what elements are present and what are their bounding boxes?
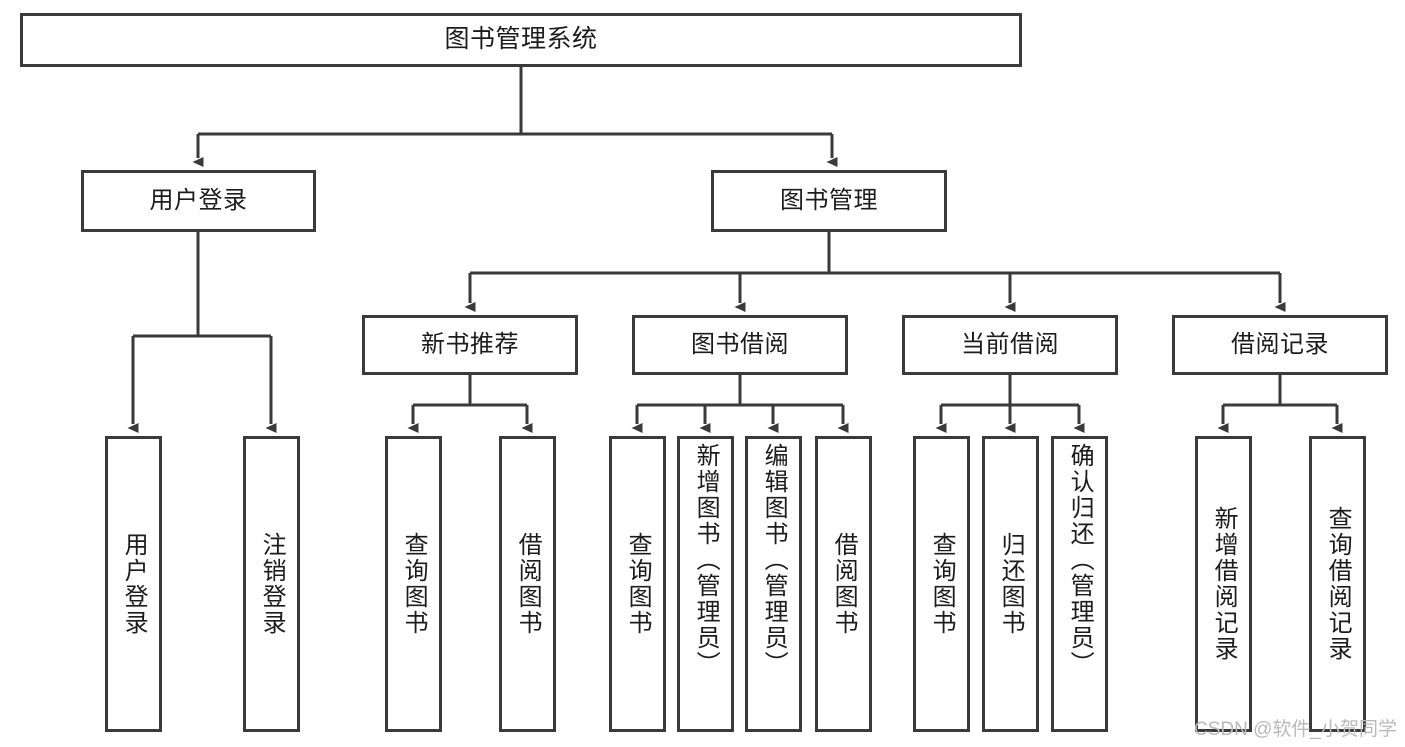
node-leaf-user-logout[interactable]: 注销登录: [243, 436, 300, 732]
node-leaf-query-book-3-label: 查询图书: [928, 532, 956, 636]
leaf-inner: 查询图书: [927, 439, 956, 729]
node-new-book-recommend-label: 新书推荐: [421, 330, 519, 358]
node-leaf-borrow-book-2-label: 借阅图书: [830, 532, 858, 636]
node-leaf-edit-book-label: 编辑图书（管理员）: [760, 443, 788, 677]
node-leaf-query-book-2-label: 查询图书: [624, 532, 652, 636]
node-book-borrow-label: 图书借阅: [691, 330, 789, 358]
node-book-borrow[interactable]: 图书借阅: [632, 315, 848, 375]
node-leaf-add-record-label: 新增借阅记录: [1210, 506, 1238, 662]
node-leaf-edit-book[interactable]: 编辑图书（管理员）: [745, 436, 802, 732]
leaf-inner: 新增借阅记录: [1209, 439, 1238, 729]
leaf-inner: 用户登录: [119, 439, 148, 729]
node-leaf-user-login[interactable]: 用户登录: [105, 436, 162, 732]
node-leaf-add-record[interactable]: 新增借阅记录: [1195, 436, 1252, 732]
leaf-inner: 借阅图书: [513, 439, 542, 729]
node-current-borrow-label: 当前借阅: [961, 330, 1059, 358]
node-leaf-user-login-label: 用户登录: [120, 532, 148, 636]
node-leaf-add-book-label: 新增图书（管理员）: [692, 443, 720, 677]
node-leaf-borrow-book-1-label: 借阅图书: [514, 532, 542, 636]
leaf-inner: 注销登录: [257, 439, 286, 729]
node-root-label: 图书管理系统: [444, 25, 598, 54]
node-leaf-return-book-label: 归还图书: [997, 532, 1025, 636]
node-leaf-borrow-book-2[interactable]: 借阅图书: [815, 436, 872, 732]
node-leaf-query-book-2[interactable]: 查询图书: [609, 436, 666, 732]
node-leaf-query-book-3[interactable]: 查询图书: [913, 436, 970, 732]
node-leaf-query-record[interactable]: 查询借阅记录: [1309, 436, 1366, 732]
node-root[interactable]: 图书管理系统: [20, 13, 1022, 67]
leaf-inner: 新增图书（管理员）: [691, 439, 720, 733]
node-current-borrow[interactable]: 当前借阅: [902, 315, 1118, 375]
node-book-management[interactable]: 图书管理: [711, 170, 947, 232]
node-leaf-add-book[interactable]: 新增图书（管理员）: [677, 436, 734, 732]
node-leaf-user-logout-label: 注销登录: [258, 532, 286, 636]
node-user-login-label: 用户登录: [149, 186, 248, 214]
leaf-inner: 借阅图书: [829, 439, 858, 729]
leaf-inner: 查询图书: [623, 439, 652, 729]
node-leaf-query-book-1-label: 查询图书: [400, 532, 428, 636]
node-leaf-confirm-return-label: 确认归还（管理员）: [1066, 443, 1094, 677]
node-user-login[interactable]: 用户登录: [81, 170, 316, 232]
node-book-management-label: 图书管理: [780, 186, 878, 214]
leaf-inner: 查询借阅记录: [1323, 439, 1352, 729]
node-leaf-return-book[interactable]: 归还图书: [982, 436, 1039, 732]
node-borrow-record[interactable]: 借阅记录: [1172, 315, 1388, 375]
watermark-text: CSDN @软件_小贺同学: [1194, 719, 1397, 740]
leaf-inner: 确认归还（管理员）: [1065, 439, 1094, 733]
node-borrow-record-label: 借阅记录: [1231, 330, 1329, 358]
node-leaf-borrow-book-1[interactable]: 借阅图书: [499, 436, 556, 732]
leaf-inner: 归还图书: [996, 439, 1025, 729]
node-leaf-query-book-1[interactable]: 查询图书: [385, 436, 442, 732]
node-leaf-confirm-return[interactable]: 确认归还（管理员）: [1051, 436, 1108, 732]
node-leaf-query-record-label: 查询借阅记录: [1324, 506, 1352, 662]
node-new-book-recommend[interactable]: 新书推荐: [362, 315, 578, 375]
leaf-inner: 编辑图书（管理员）: [759, 439, 788, 733]
leaf-inner: 查询图书: [399, 439, 428, 729]
